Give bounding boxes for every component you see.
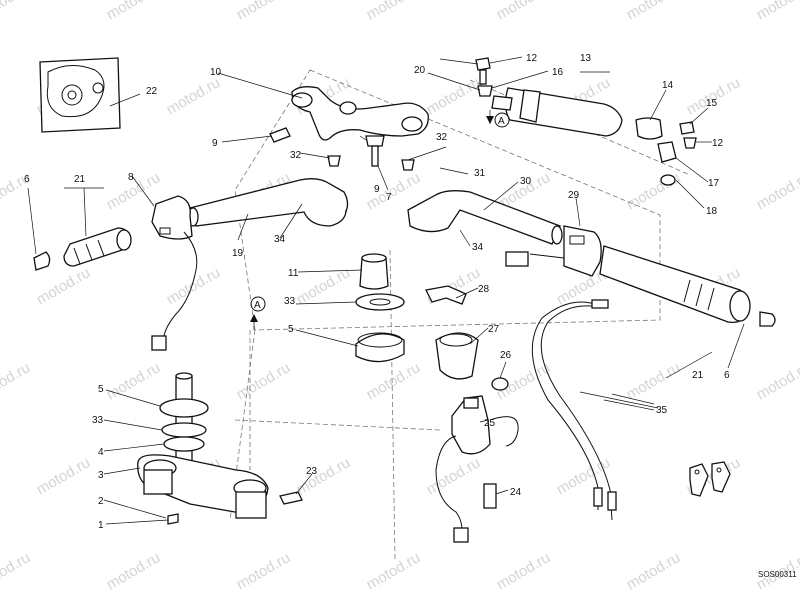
- callout-label: 6: [724, 370, 730, 381]
- callout-label: 6: [24, 174, 30, 185]
- watermark-text: motod.ru: [364, 0, 424, 23]
- arrow-mark-a-top: A: [498, 116, 505, 127]
- callout-label: 9: [212, 138, 218, 149]
- callout-label: 19: [232, 248, 244, 259]
- watermark-text: motod.ru: [364, 549, 424, 593]
- callout-label: 5: [288, 324, 294, 335]
- watermark-text: motod.ru: [0, 359, 33, 403]
- watermark-text: motod.ru: [424, 74, 484, 118]
- inset-part-22: [39, 57, 121, 133]
- callout-label: 16: [552, 67, 564, 78]
- watermark-text: motod.ru: [624, 549, 684, 593]
- watermark-text: motod.ru: [34, 454, 94, 498]
- watermark-text: motod.ru: [234, 549, 294, 593]
- watermark-text: motod.ru: [554, 454, 614, 498]
- watermark-text: motod.ru: [0, 0, 33, 23]
- watermark-text: motod.ru: [104, 0, 164, 23]
- watermark-text: motod.ru: [684, 74, 744, 118]
- watermark-text: motod.ru: [234, 359, 294, 403]
- callout-label: 26: [500, 350, 512, 361]
- watermark-text: motod.ru: [294, 454, 354, 498]
- callout-label: 7: [386, 192, 392, 203]
- callout-label: 17: [708, 178, 720, 189]
- callout-label: 32: [290, 150, 302, 161]
- watermark-text: motod.ru: [424, 454, 484, 498]
- watermark-text: motod.ru: [494, 0, 554, 23]
- upper-bolts: [269, 127, 415, 171]
- callout-label: 4: [98, 447, 104, 458]
- callout-label: 3: [98, 470, 104, 481]
- upper-triple-clamp: [291, 86, 429, 141]
- watermark-text: motod.ru: [234, 0, 294, 23]
- callout-label: 27: [488, 324, 500, 335]
- watermark-text: motod.ru: [104, 549, 164, 593]
- callout-label: 12: [712, 138, 724, 149]
- callout-label: 2: [98, 496, 104, 507]
- callout-label: 9: [374, 184, 380, 195]
- callout-label: 21: [74, 174, 86, 185]
- callout-label: 34: [472, 242, 484, 253]
- steering-damper: [475, 57, 697, 186]
- callout-label: 33: [92, 415, 104, 426]
- ignition-keys: [689, 461, 731, 497]
- callout-label: 11: [288, 268, 299, 279]
- left-clip-on: [187, 178, 349, 227]
- callout-label: 24: [510, 487, 522, 498]
- watermark-text: motod.ru: [494, 549, 554, 593]
- arrow-mark-a-left: A: [254, 300, 261, 311]
- callout-label: 12: [526, 53, 538, 64]
- watermark-text: motod.ru: [754, 359, 800, 403]
- callout-label: 35: [656, 405, 668, 416]
- lower-triple-clamp: [137, 372, 303, 525]
- callout-label: 32: [436, 132, 448, 143]
- steering-head-center: [355, 253, 405, 363]
- leader-lines: [27, 56, 745, 525]
- callout-label: 25: [484, 418, 496, 429]
- throttle-cables: [531, 299, 617, 521]
- callout-label: 33: [284, 296, 296, 307]
- watermark-text: motod.ru: [0, 549, 33, 593]
- arrow-a-marks: A A: [250, 110, 510, 330]
- watermark-text: motod.ru: [164, 74, 224, 118]
- callout-label: 31: [474, 168, 486, 179]
- watermark-text: motod.ru: [34, 264, 94, 308]
- callout-label: 5: [98, 384, 104, 395]
- ignition-switch-assembly: [425, 285, 519, 543]
- drawing-code: SOS00311: [758, 570, 797, 579]
- callout-label: 1: [98, 520, 104, 531]
- callout-label: 34: [274, 234, 286, 245]
- callout-label: 15: [706, 98, 718, 109]
- callout-label: 23: [306, 466, 318, 477]
- right-switch-and-grip: [505, 225, 776, 327]
- watermark-text: motod.ru: [364, 359, 424, 403]
- watermark-text: motod.ru: [624, 359, 684, 403]
- watermark-text: motod.ru: [624, 169, 684, 213]
- watermark-text: motod.ru: [754, 0, 800, 23]
- watermark-text: motod.ru: [624, 0, 684, 23]
- callout-label: 28: [478, 284, 490, 295]
- callout-label: 8: [128, 172, 134, 183]
- left-grip: [33, 227, 132, 271]
- watermark-text: motod.ru: [164, 264, 224, 308]
- callout-label: 30: [520, 176, 532, 187]
- callout-label: 14: [662, 80, 674, 91]
- callout-label: 22: [146, 86, 158, 97]
- right-clip-on: [407, 190, 563, 245]
- callout-label: 20: [414, 65, 426, 76]
- callout-label: 29: [568, 190, 580, 201]
- callout-label: 21: [692, 370, 704, 381]
- watermark-text: motod.ru: [104, 359, 164, 403]
- callout-label: 13: [580, 53, 592, 64]
- callout-label: 18: [706, 206, 718, 217]
- left-switch: [151, 195, 198, 351]
- watermark-text: motod.ru: [754, 169, 800, 213]
- callout-label: 10: [210, 67, 222, 78]
